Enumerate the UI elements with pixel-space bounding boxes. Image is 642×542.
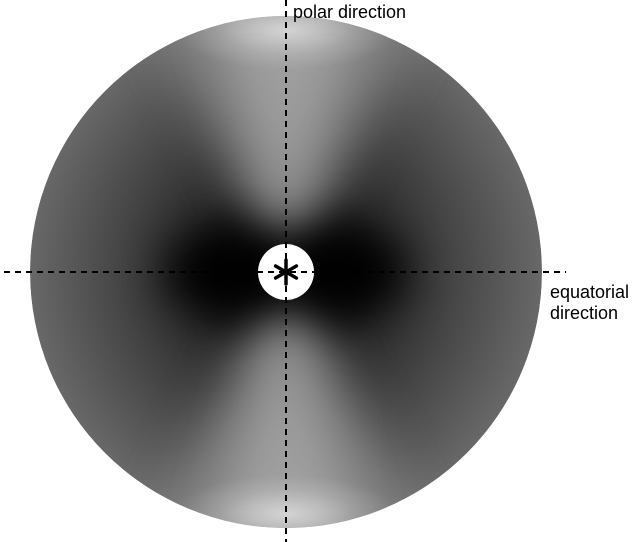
equatorial-label-line-2: direction (550, 303, 619, 323)
equatorial-direction-label: equatorial direction (550, 282, 629, 324)
polar-direction-label: polar direction (293, 2, 407, 22)
equatorial-label-line-1: equatorial (550, 282, 630, 302)
